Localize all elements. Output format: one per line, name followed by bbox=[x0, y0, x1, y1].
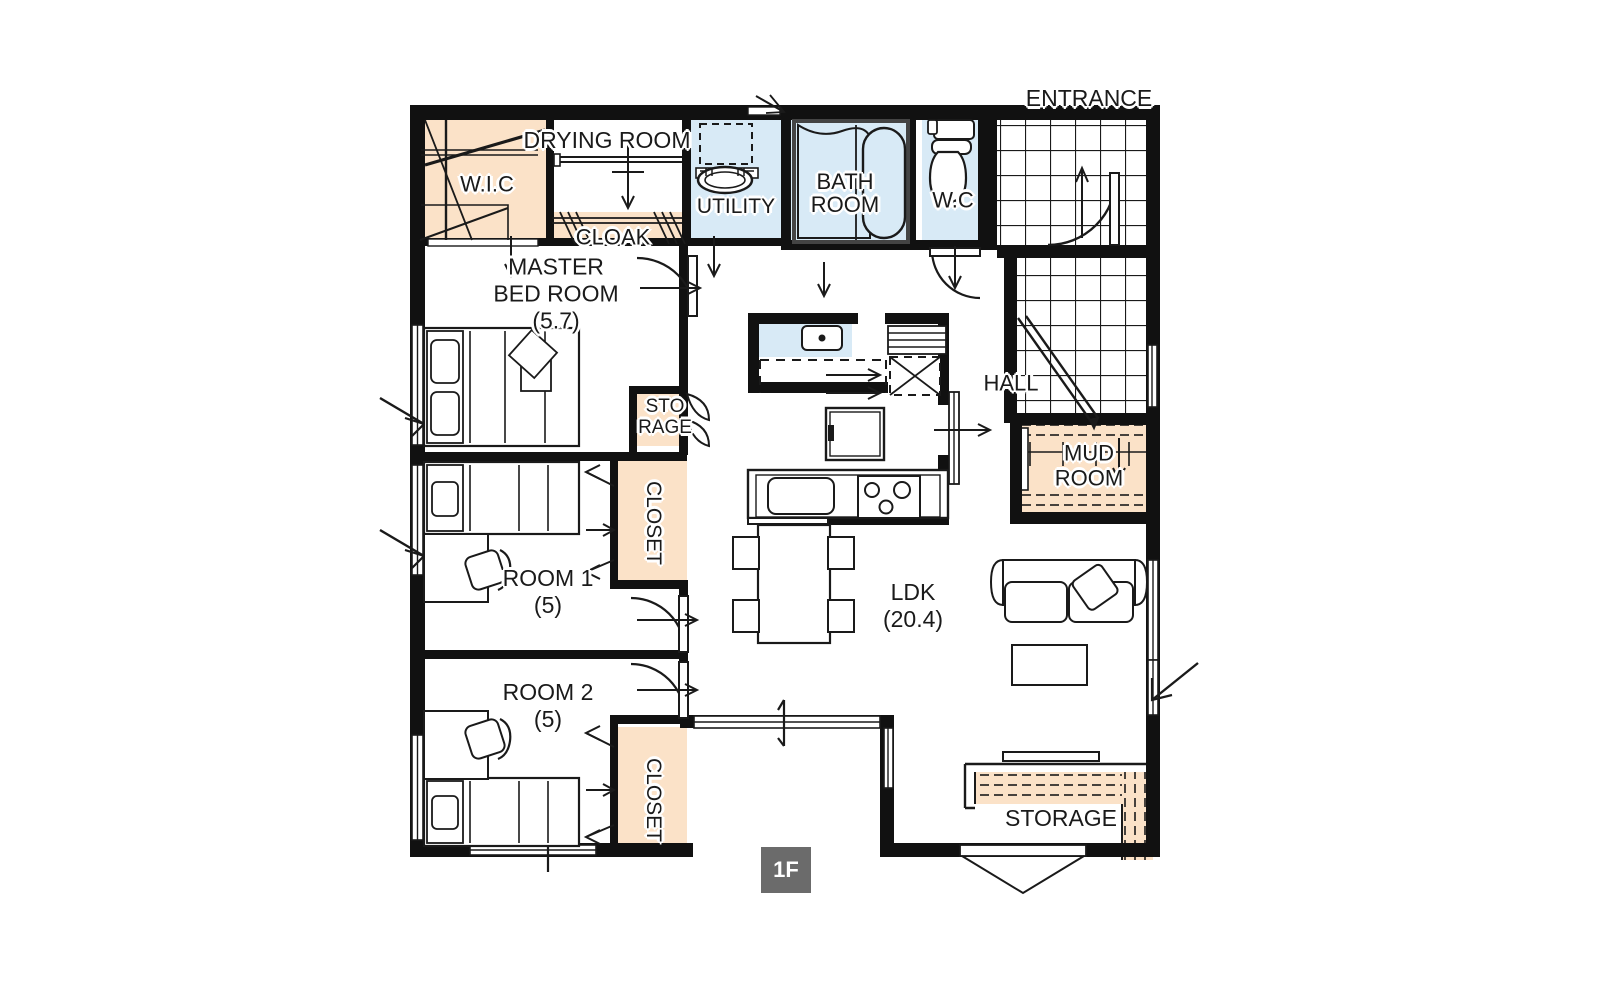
wall-entrance-bottom bbox=[997, 245, 1157, 258]
sliding-door-hall-ldk bbox=[934, 391, 993, 485]
window-service-bottom bbox=[427, 238, 539, 247]
door-entrance bbox=[1047, 165, 1120, 247]
window-room-1 bbox=[379, 464, 427, 576]
wall-closet1-left bbox=[610, 461, 618, 588]
window-master-bed bbox=[379, 324, 427, 446]
indicator-bath-entry bbox=[817, 262, 831, 299]
indicator-closet-1 bbox=[583, 464, 617, 580]
shower-area bbox=[797, 123, 871, 239]
refrigerator bbox=[824, 406, 886, 462]
door-wc bbox=[929, 246, 981, 300]
windows bbox=[379, 94, 1199, 895]
window-ldk-right-lower bbox=[1147, 659, 1199, 716]
door-utility-bath bbox=[826, 368, 883, 400]
window-hall-right bbox=[1147, 344, 1158, 408]
toilet bbox=[927, 119, 975, 204]
wic-hanger-rails bbox=[419, 119, 546, 241]
window-storage-bottom bbox=[959, 844, 1087, 895]
window-ldk-bottom-slider bbox=[693, 699, 881, 747]
fill-wic bbox=[417, 117, 550, 243]
step-up bbox=[1017, 315, 1100, 431]
dining-chair bbox=[732, 599, 760, 633]
wall-bath-bottom bbox=[786, 240, 912, 250]
indicator-drying-room bbox=[612, 140, 644, 211]
indicator-utility bbox=[707, 236, 721, 279]
wall-exterior-top-left bbox=[410, 105, 1000, 120]
window-room-2 bbox=[411, 734, 424, 841]
cloak-hangers bbox=[552, 211, 686, 245]
window-ldk-right-upper bbox=[1147, 559, 1159, 661]
indicator-closet-2 bbox=[583, 725, 617, 845]
wall-corridor-right bbox=[679, 245, 688, 455]
wall-kitchen-left bbox=[748, 313, 759, 393]
wall-bath-left bbox=[781, 110, 791, 250]
cushion bbox=[1071, 563, 1119, 611]
wall-mudroom-left bbox=[1010, 413, 1022, 524]
floor-badge-text: 1F bbox=[773, 857, 799, 882]
door-storage-small bbox=[685, 392, 711, 448]
fill-closet-1 bbox=[617, 458, 687, 588]
window-storage-right bbox=[883, 727, 894, 789]
coffee-table bbox=[1011, 644, 1088, 686]
wall-exterior-right-upper bbox=[1146, 105, 1160, 420]
walls bbox=[410, 105, 1160, 857]
wall-exterior-top-right bbox=[995, 105, 1160, 120]
wall-utility-left bbox=[682, 117, 691, 246]
island-sink bbox=[767, 477, 835, 515]
wall-utility-bottom bbox=[682, 238, 786, 246]
wall-bath-right bbox=[906, 110, 916, 250]
dining-chair bbox=[827, 536, 855, 570]
wall-kitchen-top2 bbox=[885, 313, 947, 324]
wall-mudroom-top bbox=[1010, 413, 1152, 425]
utility-fixtures bbox=[695, 123, 759, 195]
bathroom-fixtures bbox=[792, 119, 910, 244]
wall-storage-sm-top bbox=[629, 386, 687, 394]
single-bed-2 bbox=[422, 776, 581, 848]
door-room-1 bbox=[630, 595, 700, 653]
chair-2 bbox=[464, 718, 512, 761]
genkan-tile bbox=[997, 115, 1155, 423]
chair-1 bbox=[464, 549, 512, 592]
dining-chair bbox=[732, 536, 760, 570]
wall-kitchen-right bbox=[938, 313, 949, 405]
wall-kitchen-bottom bbox=[828, 515, 949, 525]
doors bbox=[504, 140, 1126, 845]
kitchen bbox=[746, 325, 950, 525]
floor-badge: 1F bbox=[761, 847, 811, 893]
wall-kitchen-top bbox=[748, 313, 858, 324]
wall-drying-bottom bbox=[546, 238, 692, 246]
sofa bbox=[989, 558, 1149, 623]
indicator-wic bbox=[504, 236, 518, 279]
window-utility-top bbox=[747, 94, 786, 116]
indicator-mudroom bbox=[1112, 438, 1126, 483]
wall-kitchen-mid bbox=[748, 382, 888, 393]
wall-master-bottom bbox=[417, 452, 687, 461]
fill-storage-small bbox=[636, 392, 682, 446]
drying-room-rail bbox=[553, 153, 682, 167]
double-bed bbox=[422, 326, 581, 448]
wall-wic-right bbox=[546, 117, 554, 245]
dining-set bbox=[732, 523, 855, 645]
wall-wc-bottom bbox=[916, 240, 978, 250]
door-room-2 bbox=[630, 661, 700, 719]
wall-closet2-top bbox=[610, 715, 688, 724]
wall-hall-left bbox=[1004, 258, 1017, 423]
fill-closet-2 bbox=[617, 727, 687, 857]
washing-machine bbox=[699, 123, 753, 165]
wall-wc-right bbox=[978, 110, 997, 250]
wall-storage-sm-left bbox=[629, 386, 637, 452]
wall-closet1-bottom bbox=[610, 580, 688, 589]
wall-mudroom-bottom bbox=[1010, 512, 1152, 524]
door-master-bedroom bbox=[636, 255, 703, 317]
bathtub bbox=[861, 126, 907, 240]
dining-table bbox=[756, 523, 832, 645]
dining-chair bbox=[827, 599, 855, 633]
wall-room1-bottom bbox=[417, 650, 687, 659]
single-bed-1 bbox=[422, 460, 581, 536]
